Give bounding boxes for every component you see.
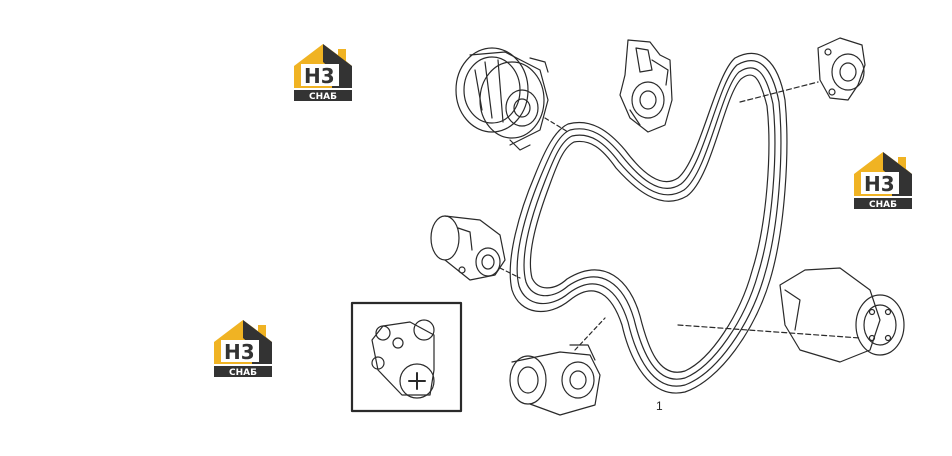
- crankshaft-pulley: [677, 267, 905, 363]
- idler-bracket: [619, 39, 673, 133]
- belt-tensioner: [509, 317, 606, 416]
- water-pump: [430, 215, 521, 281]
- watermark-logo: H3 СНАБ: [212, 318, 274, 378]
- logo-bottom-text: СНАБ: [309, 92, 337, 102]
- logo-top-text: H3: [304, 64, 335, 88]
- routing-inset: [350, 301, 463, 413]
- callout-number: 1: [656, 399, 663, 413]
- logo-graphic: H3 СНАБ: [214, 320, 272, 378]
- logo-top-text: H3: [224, 340, 255, 364]
- watermark-logo: H3 СНАБ: [852, 150, 914, 210]
- logo-bottom-text: СНАБ: [229, 368, 257, 378]
- watermark-logo: H3 СНАБ: [292, 42, 354, 102]
- logo-graphic: H3 СНАБ: [294, 44, 352, 102]
- logo-bottom-text: СНАБ: [869, 200, 897, 210]
- serpentine-belt: [509, 52, 788, 394]
- logo-top-text: H3: [864, 172, 895, 196]
- logo-graphic: H3 СНАБ: [854, 152, 912, 210]
- top-right-idler-pulley: [739, 37, 866, 103]
- alternator: [455, 47, 569, 151]
